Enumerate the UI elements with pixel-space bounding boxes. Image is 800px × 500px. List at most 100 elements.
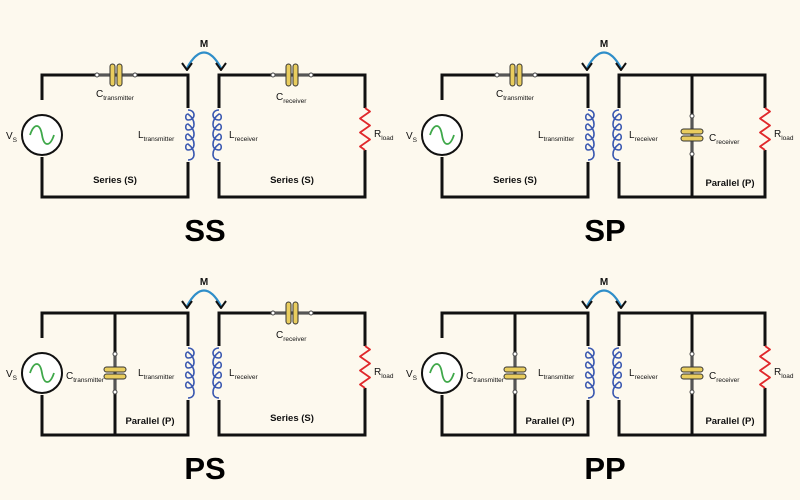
secondary-capacitor-label-subscript: receiver xyxy=(283,98,307,105)
load-resistor xyxy=(359,345,371,389)
capacitor-plate xyxy=(103,366,127,373)
primary-inductor-coil xyxy=(584,347,595,399)
source-label-symbol: V xyxy=(6,369,13,380)
capacitor-terminal xyxy=(689,151,695,157)
capacitor-plate xyxy=(680,128,704,135)
capacitor-terminal xyxy=(308,72,314,78)
load-label: Rload xyxy=(774,367,794,380)
capacitor-plate xyxy=(292,63,299,87)
primary-inductor-label-symbol: L xyxy=(138,130,144,141)
capacitor-plate xyxy=(292,301,299,325)
primary-topology-label: Parallel (P) xyxy=(125,416,174,427)
primary-capacitor-label-subscript: transmitter xyxy=(73,377,105,384)
sine-wave-icon xyxy=(29,125,55,145)
mutual-label: M xyxy=(200,39,208,50)
load-label: Rload xyxy=(374,367,394,380)
primary-inductor-label-subscript: transmitter xyxy=(144,136,176,143)
source-label: VS xyxy=(406,131,418,144)
capacitor-terminal xyxy=(308,310,314,316)
primary-capacitor-label-symbol: C xyxy=(496,89,503,100)
secondary-inductor-label-subscript: receiver xyxy=(235,136,259,143)
source-label-symbol: V xyxy=(406,131,413,142)
ac-source xyxy=(21,114,63,156)
capacitor-terminal xyxy=(689,113,695,119)
source-label: VS xyxy=(406,369,418,382)
capacitor-plate xyxy=(509,63,516,87)
mutual-arc xyxy=(186,289,222,307)
primary-capacitor-label: Ctransmitter xyxy=(496,89,535,102)
ac-source xyxy=(421,352,463,394)
source-label-subscript: S xyxy=(13,375,18,382)
mutual-arrowhead-left xyxy=(181,300,193,309)
capacitor-terminal xyxy=(532,72,538,78)
source-label: VS xyxy=(6,131,18,144)
sine-wave-icon xyxy=(429,125,455,145)
source-label-subscript: S xyxy=(13,137,18,144)
capacitor-terminal xyxy=(512,351,518,357)
capacitor-terminal xyxy=(689,351,695,357)
capacitor-terminal xyxy=(132,72,138,78)
topology-title: SS xyxy=(184,213,225,248)
primary-capacitor-label: Ctransmitter xyxy=(466,371,505,384)
primary-topology-label: Series (S) xyxy=(93,175,137,186)
primary-capacitor-label-symbol: C xyxy=(466,371,473,382)
secondary-inductor-label-subscript: receiver xyxy=(635,136,659,143)
primary-inductor-label-symbol: L xyxy=(138,368,144,379)
secondary-capacitor-label-symbol: C xyxy=(276,92,283,103)
primary-capacitor-label: Ctransmitter xyxy=(66,371,105,384)
primary-inductor-coil xyxy=(184,109,195,161)
source-label-subscript: S xyxy=(413,375,418,382)
mutual-arc xyxy=(186,51,222,69)
load-label-subscript: load xyxy=(781,135,794,142)
primary-topology-label: Series (S) xyxy=(493,175,537,186)
load-resistor xyxy=(759,345,771,389)
secondary-inductor-label: Lreceiver xyxy=(229,368,259,381)
primary-inductor-label-subscript: transmitter xyxy=(144,374,176,381)
secondary-topology-label: Series (S) xyxy=(270,413,314,424)
primary-capacitor-label-subscript: transmitter xyxy=(503,95,535,102)
capacitor-plate xyxy=(516,63,523,87)
capacitor-plate xyxy=(109,63,116,87)
capacitor-plate xyxy=(680,135,704,142)
secondary-topology-label: Parallel (P) xyxy=(705,416,754,427)
capacitor-terminal xyxy=(94,72,100,78)
mutual-arrowhead-right xyxy=(615,300,627,309)
sine-wave-icon xyxy=(429,363,455,383)
mutual-label: M xyxy=(600,39,608,50)
load-label-symbol: R xyxy=(374,129,381,140)
secondary-capacitor-label-subscript: receiver xyxy=(716,377,740,384)
capacitor-terminal xyxy=(494,72,500,78)
secondary-inductor-label-subscript: receiver xyxy=(635,374,659,381)
secondary-capacitor-label: Creceiver xyxy=(709,133,740,146)
capacitor-terminal xyxy=(112,389,118,395)
secondary-capacitor-label-symbol: C xyxy=(276,330,283,341)
topology-title: PS xyxy=(184,451,225,486)
load-resistor xyxy=(359,107,371,151)
ac-source xyxy=(421,114,463,156)
mutual-arrowhead-right xyxy=(615,62,627,71)
secondary-capacitor xyxy=(680,351,704,395)
primary-capacitor xyxy=(494,63,538,87)
load-label: Rload xyxy=(374,129,394,142)
sine-wave-icon xyxy=(29,363,55,383)
primary-inductor-label-subscript: transmitter xyxy=(544,136,576,143)
capacitor-plate xyxy=(116,63,123,87)
secondary-capacitor-label-subscript: receiver xyxy=(716,139,740,146)
primary-inductor-label-symbol: L xyxy=(538,130,544,141)
primary-capacitor-label-subscript: transmitter xyxy=(103,95,135,102)
secondary-inductor-label-symbol: L xyxy=(629,130,635,141)
secondary-inductor-label: Lreceiver xyxy=(229,130,259,143)
secondary-capacitor-label-symbol: C xyxy=(709,371,716,382)
primary-capacitor-label-symbol: C xyxy=(66,371,73,382)
capacitor-plate xyxy=(285,63,292,87)
primary-inductor-coil xyxy=(184,347,195,399)
primary-inductor-label: Ltransmitter xyxy=(138,130,175,143)
source-label-symbol: V xyxy=(406,369,413,380)
primary-inductor-label-symbol: L xyxy=(538,368,544,379)
secondary-inductor-label: Lreceiver xyxy=(629,130,659,143)
secondary-capacitor-label-symbol: C xyxy=(709,133,716,144)
capacitor-terminal xyxy=(512,389,518,395)
secondary-capacitor xyxy=(680,113,704,157)
